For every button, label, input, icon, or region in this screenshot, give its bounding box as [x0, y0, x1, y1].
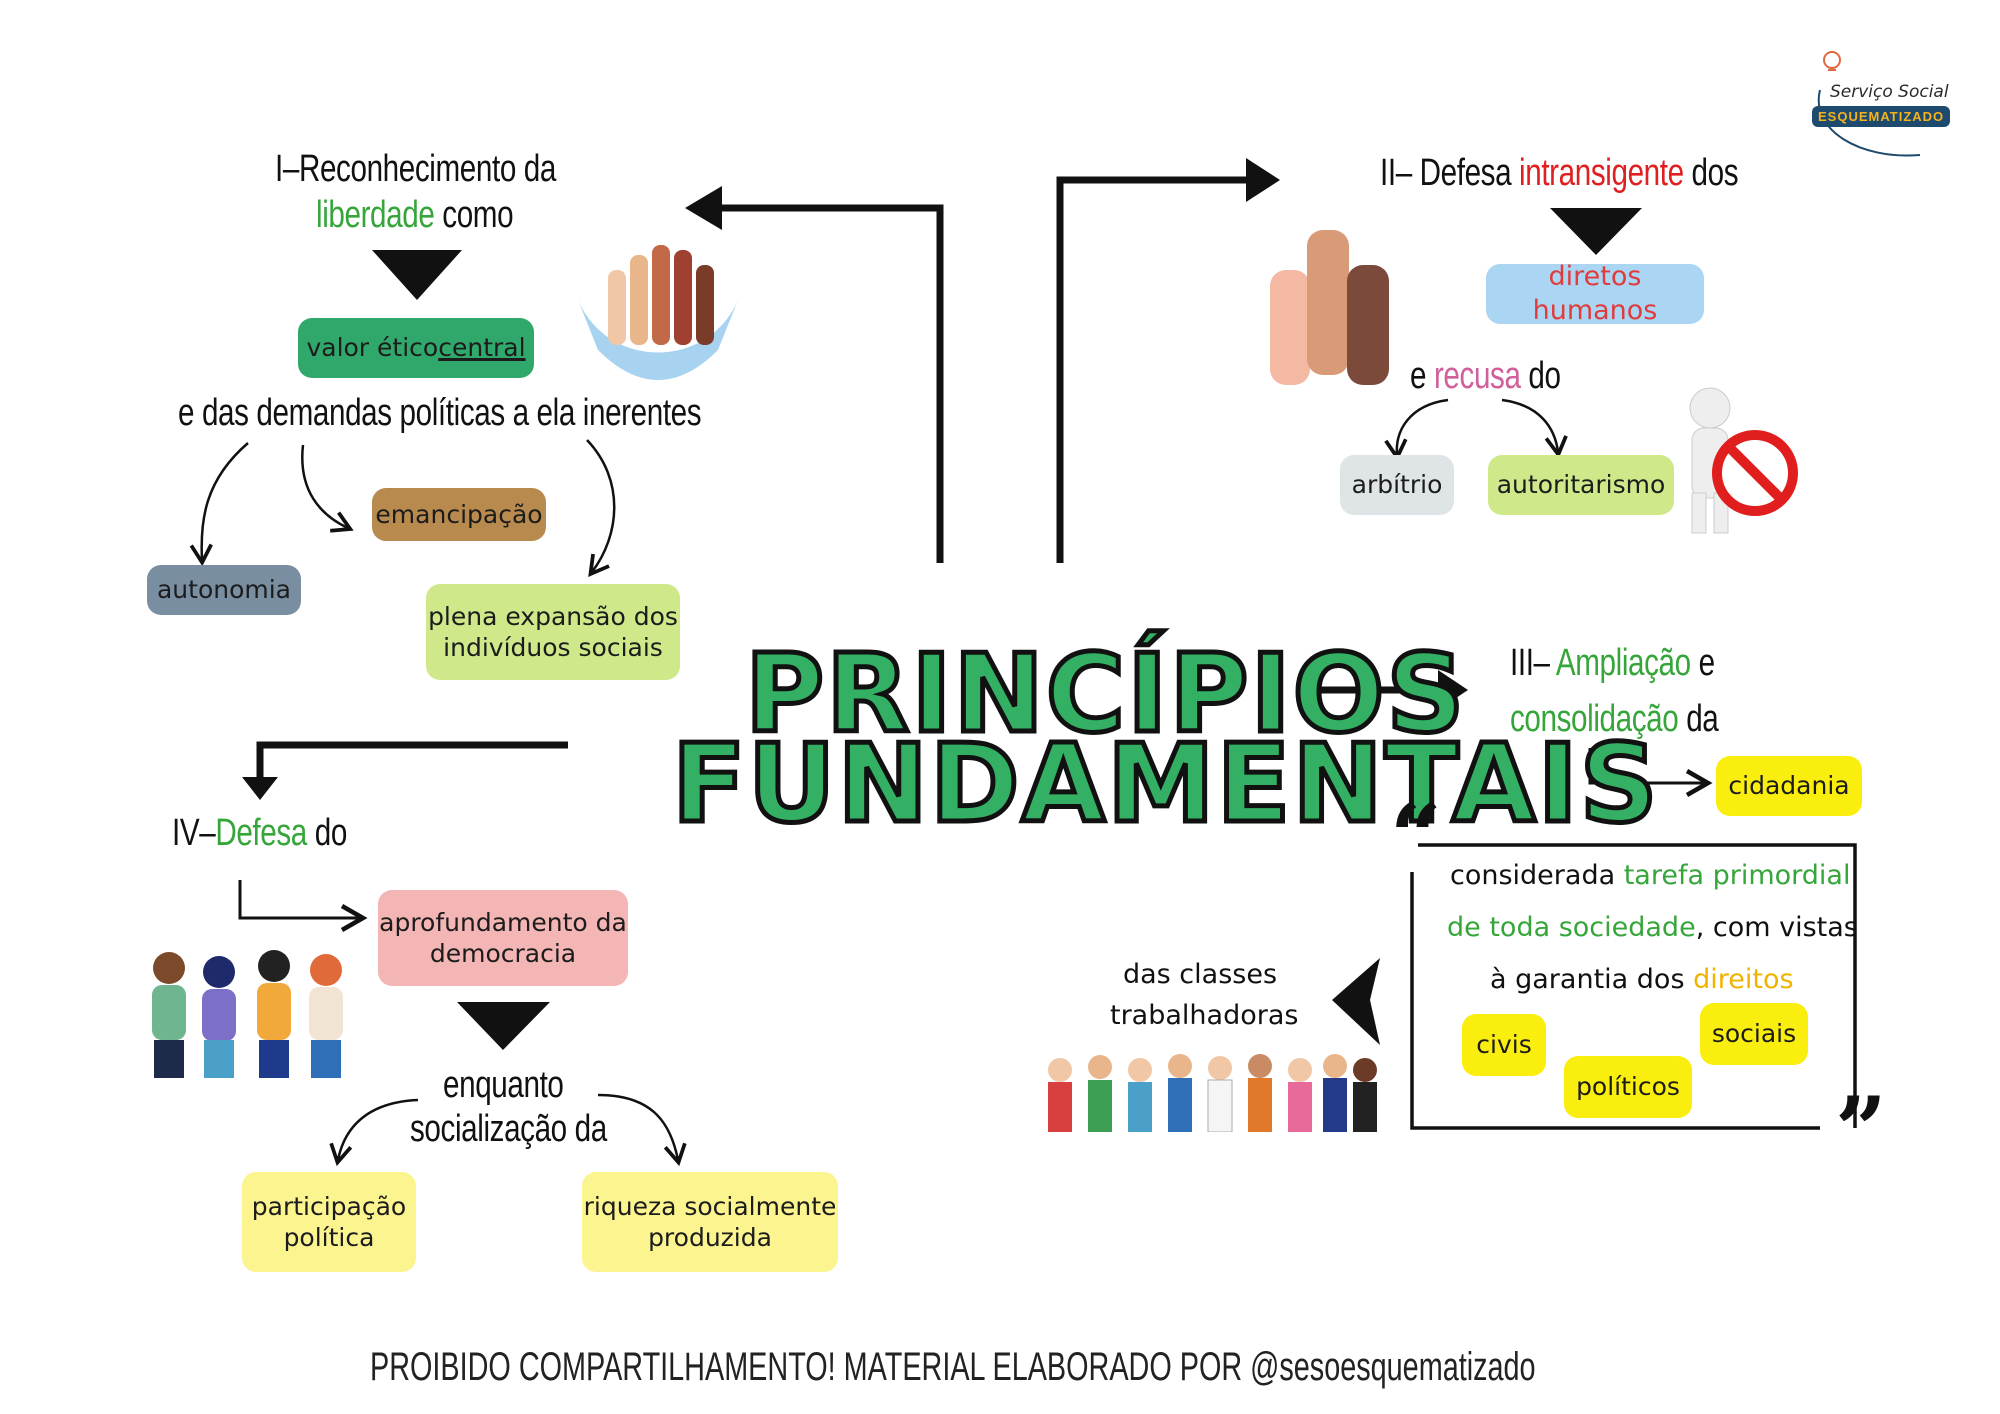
- p1-demands: e das demandas políticas a ela inerentes: [178, 392, 702, 434]
- raised-fists-illustration: [1270, 230, 1389, 385]
- p2-highlight-recusa: recusa: [1433, 355, 1521, 397]
- p3-classes-label: das classes trabalhadoras: [1110, 959, 1299, 1031]
- p3-highlight-consolidacao: consolidação: [1510, 698, 1679, 740]
- title-line2: FUNDAMENTAIS: [670, 720, 1661, 850]
- p3-quote-line2: de toda sociedade, com vistas: [1447, 912, 1858, 943]
- quote-frame: [1410, 843, 1857, 1130]
- workers-illustration: [1048, 1054, 1377, 1132]
- p2-heading: II– Defesa intransigente dos: [1380, 152, 1739, 194]
- raised-hands-illustration: [578, 245, 738, 380]
- p3-quote-line3: à garantia dos direitos: [1490, 964, 1794, 995]
- logo-line2: ESQUEMATIZADO: [1812, 106, 1951, 127]
- p3-open-quote: “: [1390, 784, 1442, 890]
- p3-heading: III– Ampliação e: [1510, 642, 1715, 684]
- p3-political-box: políticos: [1564, 1056, 1692, 1118]
- footer-notice: PROIBIDO COMPARTILHAMENTO! MATERIAL ELAB…: [370, 1345, 1536, 1389]
- p1-highlight-liberdade: liberdade: [316, 194, 435, 236]
- arrowhead-p3: [1438, 670, 1468, 710]
- arrowhead-p2: [1246, 158, 1280, 202]
- arrowhead-p4: [242, 777, 278, 800]
- logo-emblem: [1817, 51, 1921, 157]
- p4-heading: IV–Defesa do: [172, 812, 347, 854]
- people-embracing-illustration: [152, 950, 343, 1078]
- p3-civil-box: civis: [1462, 1014, 1546, 1076]
- p1-expansion-box: plena expansão dos indivíduos sociais: [426, 584, 680, 680]
- p2-human-rights-box: diretos humanos: [1486, 261, 1704, 326]
- p1-heading: I–Reconhecimento da: [275, 148, 556, 190]
- arrow-to-p2: [1056, 176, 1250, 563]
- p1-autonomy-box: autonomia: [147, 565, 301, 615]
- p4-democracy-box: aprofundamento da democracia: [378, 890, 628, 986]
- p2-arbitrary-box: arbítrio: [1340, 455, 1454, 515]
- logo: Serviço Social ESQUEMATIZADO: [1800, 50, 1980, 160]
- p4-highlight-defesa: Defesa: [215, 812, 307, 854]
- arrowhead-p1: [685, 186, 722, 230]
- p3-heading-line2: consolidação da: [1510, 698, 1719, 740]
- down-triangle-p4: [457, 1002, 550, 1050]
- no-entry-illustration: [1689, 387, 1798, 534]
- arrow-to-p1: [720, 204, 944, 563]
- p1-emancipation-box: emancipação: [372, 488, 546, 541]
- p3-citizenship-box: cidadania: [1716, 756, 1862, 816]
- down-triangle-p2: [1550, 208, 1642, 255]
- p3-quote-line1: considerada tarefa primordial: [1450, 860, 1851, 891]
- p2-authoritarian-box: autoritarismo: [1488, 455, 1674, 515]
- p1-heading-line2: liberdade como: [316, 194, 514, 236]
- p2-highlight-intransigente: intransigente: [1519, 152, 1684, 194]
- logo-line1: Serviço Social: [1830, 82, 1949, 102]
- p3-social-box: sociais: [1700, 1003, 1808, 1065]
- title-line1: PRINCÍPIOS: [742, 630, 1467, 760]
- down-triangle-p1: [372, 250, 462, 300]
- p3-close-quote: ”: [1835, 1077, 1887, 1183]
- p2-refusal: e recusa do: [1410, 355, 1561, 397]
- p4-wealth-box: riqueza socialmente produzida: [582, 1172, 838, 1272]
- classes-chevron: [1332, 958, 1380, 1045]
- p4-while-l2: socialização da: [410, 1108, 607, 1150]
- arrow-to-p4: [256, 741, 568, 780]
- p4-while-l1: enquanto: [443, 1064, 564, 1106]
- p3-highlight-ampliacao: Ampliação: [1555, 642, 1691, 684]
- p4-participation-box: participação política: [242, 1172, 416, 1272]
- p1-value-box: valor ético central: [298, 318, 534, 378]
